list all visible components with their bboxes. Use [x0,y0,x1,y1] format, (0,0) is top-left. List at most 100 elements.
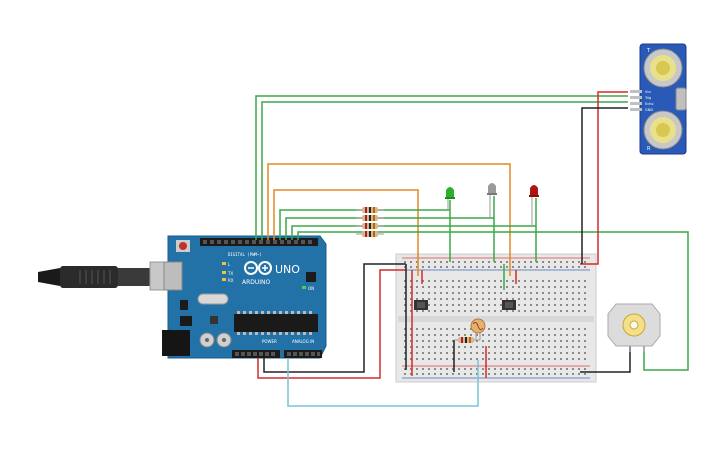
breadboard-hole[interactable] [506,373,508,375]
breadboard-hole[interactable] [512,261,514,263]
breadboard-hole[interactable] [434,304,436,306]
breadboard-hole[interactable] [446,334,448,336]
breadboard-hole[interactable] [464,280,466,282]
breadboard-hole[interactable] [578,298,580,300]
breadboard-hole[interactable] [452,334,454,336]
breadboard-hole[interactable] [560,286,562,288]
breadboard-hole[interactable] [464,298,466,300]
breadboard-hole[interactable] [440,358,442,360]
breadboard-hole[interactable] [440,292,442,294]
breadboard-hole[interactable] [476,340,478,342]
breadboard-hole[interactable] [476,298,478,300]
breadboard-hole[interactable] [530,368,532,370]
breadboard-hole[interactable] [428,261,430,263]
breadboard-hole[interactable] [530,280,532,282]
breadboard-hole[interactable] [404,292,406,294]
breadboard-hole[interactable] [500,358,502,360]
breadboard-hole[interactable] [524,373,526,375]
breadboard-hole[interactable] [470,292,472,294]
breadboard-hole[interactable] [404,340,406,342]
breadboard-hole[interactable] [428,298,430,300]
breadboard-hole[interactable] [482,358,484,360]
breadboard-hole[interactable] [500,280,502,282]
arduino-uno-board[interactable]: DIGITAL (PWM~) TX RX L ON UNO ARDUINO [162,235,327,359]
breadboard-hole[interactable] [434,298,436,300]
breadboard-hole[interactable] [494,280,496,282]
breadboard-hole[interactable] [572,340,574,342]
breadboard-hole[interactable] [524,292,526,294]
breadboard-hole[interactable] [530,352,532,354]
breadboard-hole[interactable] [500,352,502,354]
breadboard-hole[interactable] [560,304,562,306]
led-green[interactable] [445,187,455,210]
breadboard-hole[interactable] [578,280,580,282]
breadboard-hole[interactable] [554,304,556,306]
breadboard-hole[interactable] [572,298,574,300]
breadboard-hole[interactable] [578,328,580,330]
breadboard-hole[interactable] [512,298,514,300]
breadboard-hole[interactable] [488,346,490,348]
breadboard-hole[interactable] [440,286,442,288]
breadboard-hole[interactable] [530,304,532,306]
breadboard-hole[interactable] [410,280,412,282]
breadboard-hole[interactable] [506,328,508,330]
breadboard-hole[interactable] [410,286,412,288]
breadboard-hole[interactable] [500,373,502,375]
breadboard-hole[interactable] [446,373,448,375]
breadboard-hole[interactable] [488,304,490,306]
breadboard-hole[interactable] [536,358,538,360]
breadboard-hole[interactable] [422,298,424,300]
breadboard-hole[interactable] [530,261,532,263]
breadboard-hole[interactable] [566,334,568,336]
reset-button[interactable] [176,240,190,252]
breadboard-hole[interactable] [482,346,484,348]
breadboard-hole[interactable] [470,334,472,336]
breadboard-hole[interactable] [422,328,424,330]
wire-trig[interactable] [255,95,628,240]
breadboard-hole[interactable] [560,368,562,370]
breadboard-hole[interactable] [446,352,448,354]
breadboard-hole[interactable] [566,340,568,342]
breadboard-hole[interactable] [446,368,448,370]
breadboard-hole[interactable] [446,328,448,330]
breadboard-hole[interactable] [524,346,526,348]
wire-orange-2[interactable] [273,189,419,276]
breadboard-hole[interactable] [536,368,538,370]
breadboard-hole[interactable] [542,340,544,342]
breadboard-hole[interactable] [404,286,406,288]
breadboard-hole[interactable] [494,292,496,294]
breadboard-hole[interactable] [524,334,526,336]
breadboard-hole[interactable] [506,334,508,336]
breadboard-hole[interactable] [440,368,442,370]
breadboard-hole[interactable] [518,292,520,294]
breadboard-hole[interactable] [464,286,466,288]
breadboard-hole[interactable] [566,292,568,294]
breadboard-hole[interactable] [584,304,586,306]
photoresistor-icon[interactable] [470,318,486,340]
breadboard-hole[interactable] [584,328,586,330]
breadboard-hole[interactable] [572,358,574,360]
breadboard-hole[interactable] [434,280,436,282]
breadboard-hole[interactable] [404,368,406,370]
breadboard-hole[interactable] [494,328,496,330]
breadboard-hole[interactable] [536,304,538,306]
breadboard-hole[interactable] [434,340,436,342]
breadboard-hole[interactable] [428,280,430,282]
breadboard-hole[interactable] [500,261,502,263]
breadboard-hole[interactable] [428,352,430,354]
breadboard-hole[interactable] [434,261,436,263]
breadboard-hole[interactable] [452,310,454,312]
breadboard-hole[interactable] [584,346,586,348]
breadboard-hole[interactable] [554,310,556,312]
breadboard-hole[interactable] [422,334,424,336]
breadboard-hole[interactable] [470,352,472,354]
breadboard-hole[interactable] [476,292,478,294]
breadboard-hole[interactable] [428,328,430,330]
breadboard-hole[interactable] [536,286,538,288]
breadboard-hole[interactable] [554,298,556,300]
breadboard-hole[interactable] [440,373,442,375]
breadboard-hole[interactable] [548,334,550,336]
breadboard-hole[interactable] [548,358,550,360]
breadboard-hole[interactable] [572,310,574,312]
